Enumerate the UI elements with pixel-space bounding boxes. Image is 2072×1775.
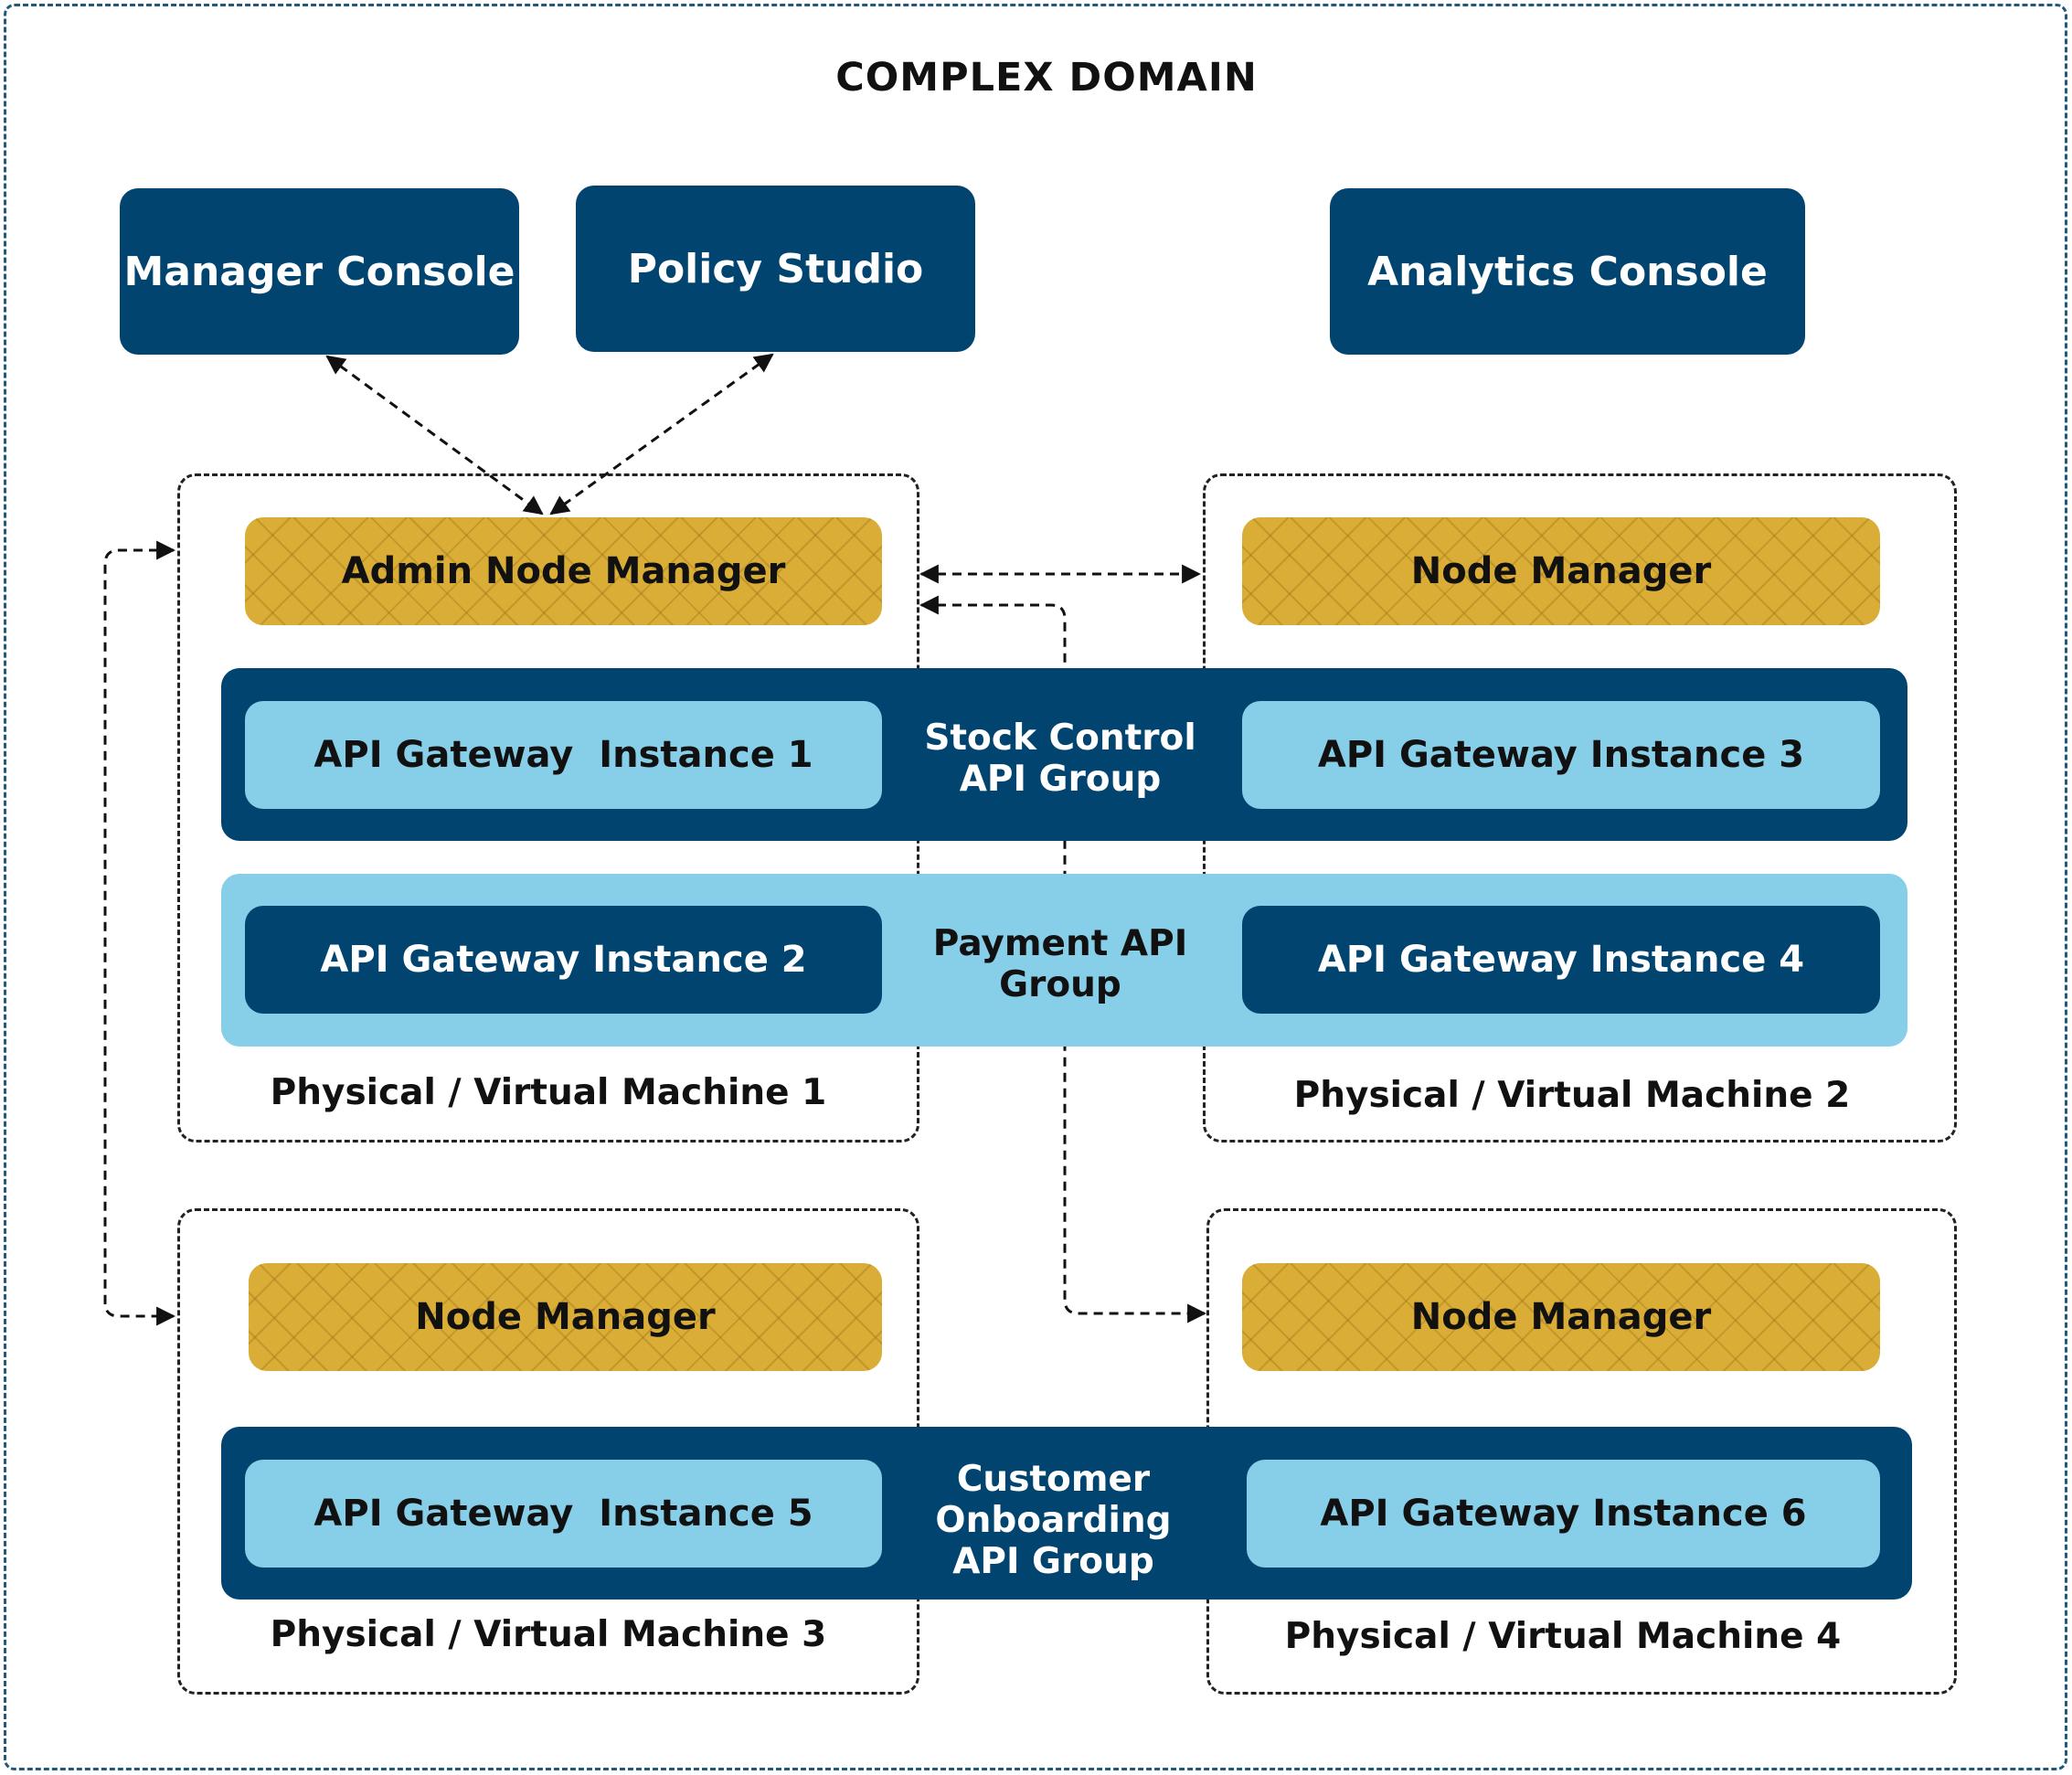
arrow-manager-admin	[325, 355, 544, 515]
api-gateway-instance-4: API Gateway Instance 4	[1242, 906, 1880, 1014]
machine-2-label: Physical / Virtual Machine 2	[1293, 1075, 1851, 1116]
machine-3-label: Physical / Virtual Machine 3	[270, 1614, 827, 1655]
arrow-admin-nm3	[103, 540, 176, 1326]
api-gateway-instance-6: API Gateway Instance 6	[1247, 1460, 1880, 1568]
node-manager-machine-4: Node Manager	[1242, 1263, 1880, 1371]
customer-onboarding-group-label: Customer Onboarding API Group	[935, 1458, 1172, 1582]
node-manager-machine-3: Node Manager	[249, 1263, 882, 1371]
complex-domain-boundary	[4, 4, 2067, 1770]
api-gateway-instance-2: API Gateway Instance 2	[245, 906, 882, 1014]
admin-node-manager: Admin Node Manager	[245, 517, 882, 625]
machine-4-label: Physical / Virtual Machine 4	[1284, 1616, 1842, 1657]
api-gateway-instance-3: API Gateway Instance 3	[1242, 701, 1880, 809]
arrow-policy-admin	[549, 353, 774, 515]
manager-console-box: Manager Console	[120, 188, 519, 355]
api-gateway-instance-5: API Gateway Instance 5	[245, 1460, 882, 1568]
policy-studio-box: Policy Studio	[576, 186, 975, 352]
machine-1-label: Physical / Virtual Machine 1	[270, 1072, 827, 1113]
domain-title: COMPLEX DOMAIN	[835, 55, 1258, 101]
node-manager-machine-2: Node Manager	[1242, 517, 1880, 625]
api-gateway-instance-1: API Gateway Instance 1	[245, 701, 882, 809]
stock-control-group-label: Stock Control API Group	[924, 717, 1196, 800]
analytics-console-box: Analytics Console	[1330, 188, 1805, 355]
payment-group-label: Payment API Group	[932, 923, 1188, 1005]
